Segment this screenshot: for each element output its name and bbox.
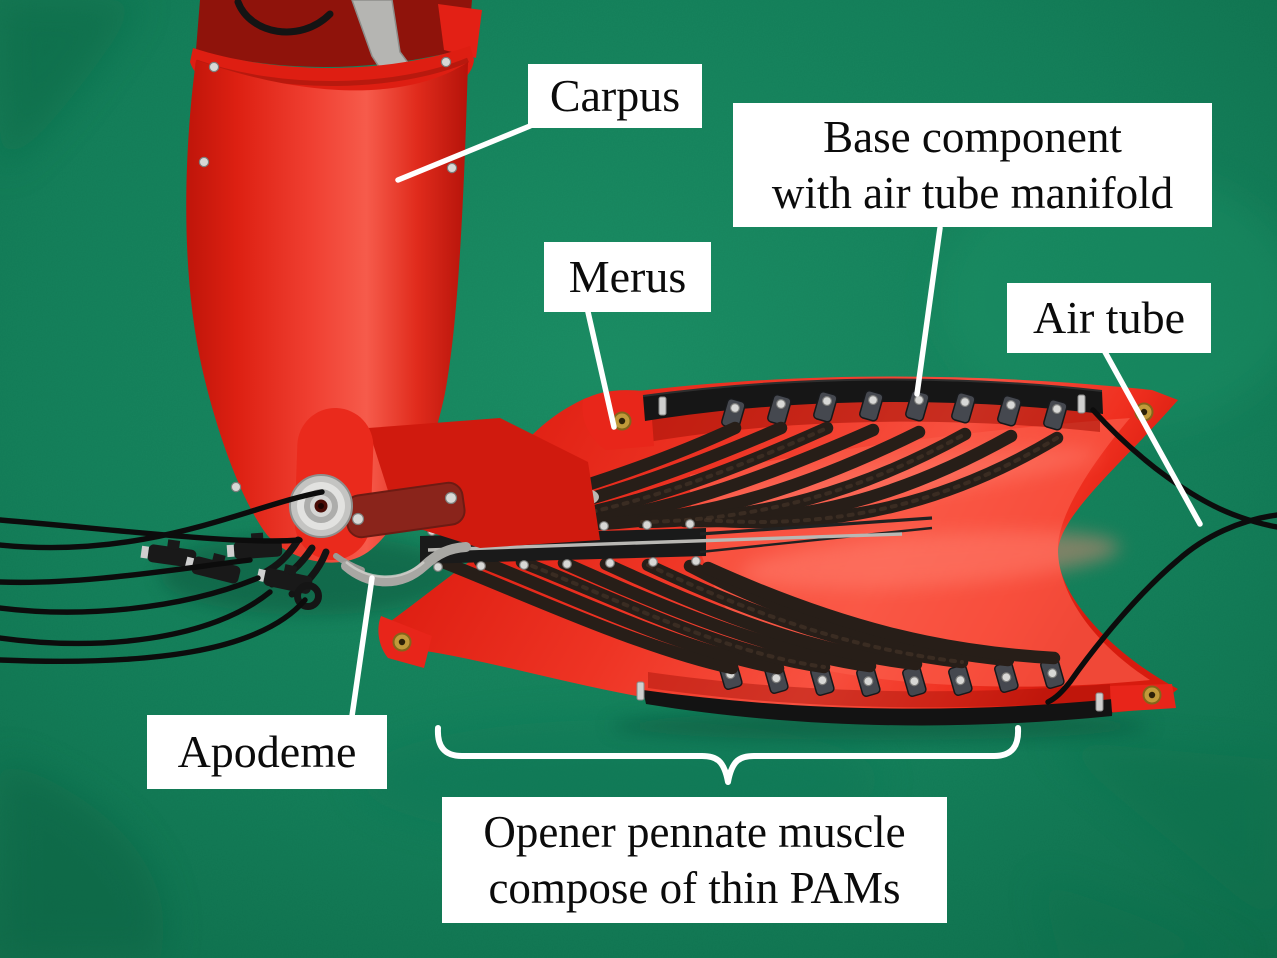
- carpus-interior: [196, 0, 472, 68]
- bottom-rail-bar: [643, 690, 1113, 726]
- air-tube-leader-line: [1102, 349, 1203, 527]
- opener-muscle-brace: [434, 725, 1022, 785]
- manifold-clamps-top: [721, 390, 1068, 431]
- base-component-leader-line: [914, 225, 943, 397]
- rail-pin: [636, 681, 645, 701]
- label-opener-muscle-line1: Opener pennate muscle: [483, 807, 906, 857]
- base-component-rail-top: [582, 378, 1154, 450]
- rail-pin: [1077, 394, 1086, 414]
- air-tube-connectors: [140, 532, 330, 610]
- apodeme-strip: [333, 542, 471, 587]
- label-opener-muscle: Opener pennate muscle compose of thin PA…: [442, 797, 947, 923]
- merus-leader-line: [585, 309, 617, 430]
- label-air-tube-text: Air tube: [1032, 292, 1185, 343]
- label-carpus-text: Carpus: [549, 70, 681, 121]
- label-carpus: Carpus: [528, 64, 702, 128]
- label-apodeme-text: Apodeme: [177, 726, 357, 777]
- carpus-merus-joint: [289, 408, 600, 560]
- carpus-leader-line: [395, 123, 533, 183]
- pam-tubes-lower: [431, 553, 1061, 675]
- leader-lines: [349, 123, 1203, 719]
- label-opener-muscle-line2: compose of thin PAMs: [488, 863, 901, 913]
- tendon-metal-strip: [427, 532, 903, 552]
- label-base-component-line2: with air tube manifold: [771, 168, 1174, 218]
- label-air-tube: Air tube: [1007, 283, 1211, 353]
- label-merus: Merus: [544, 242, 711, 312]
- carpus-cap-hinge: [438, 4, 482, 58]
- label-base-component-line1: Base component: [823, 112, 1122, 162]
- left-air-tubes: [0, 489, 325, 664]
- rail-pin: [1095, 692, 1104, 712]
- label-base-component: Base component with air tube manifold: [733, 103, 1212, 227]
- apodeme-leader-line: [349, 575, 375, 719]
- bearing: [289, 474, 353, 538]
- cable-ring: [294, 582, 322, 610]
- label-merus-text: Merus: [568, 251, 687, 302]
- rail-pin: [658, 396, 667, 416]
- right-air-tubes: [1045, 407, 1277, 705]
- label-apodeme: Apodeme: [147, 715, 387, 789]
- interior-cable: [234, 0, 334, 36]
